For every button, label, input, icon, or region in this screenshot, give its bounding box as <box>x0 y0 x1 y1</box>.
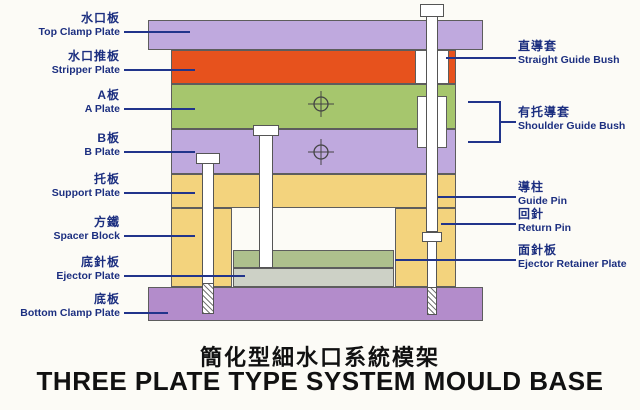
label-ejector-retainer-plate-en: Ejector Retainer Plate <box>518 258 627 270</box>
leader-straight-guide-bush <box>446 57 516 59</box>
leader-top-clamp-plate <box>124 31 190 33</box>
center-mark-icon <box>308 91 334 117</box>
label-a-plate-cn: A板 <box>97 88 120 102</box>
support-plate-shape <box>171 174 456 208</box>
bracket-shoulder-guide-bush-bottom <box>468 141 500 143</box>
left-pin-shaft <box>202 163 214 284</box>
leader-stripper-plate <box>124 69 195 71</box>
page-title-english: THREE PLATE TYPE SYSTEM MOULD BASE <box>36 366 604 396</box>
leader-shoulder-guide-bush <box>500 121 516 123</box>
return-pin-shaft <box>427 241 437 288</box>
label-support-plate: 托板 Support Plate <box>2 172 120 200</box>
label-a-plate: A板 A Plate <box>2 88 120 116</box>
label-ejector-plate-en: Ejector Plate <box>56 270 120 282</box>
spacer-block-right-shape <box>395 208 456 287</box>
ejector-retainer-plate-shape <box>233 250 394 268</box>
left-pin-threaded-end <box>202 283 214 314</box>
label-a-plate-en: A Plate <box>84 103 120 115</box>
leader-bottom-clamp-plate <box>124 312 168 314</box>
label-support-plate-cn: 托板 <box>93 172 120 186</box>
label-support-plate-en: Support Plate <box>51 187 120 199</box>
spacer-block-left-shape <box>171 208 232 287</box>
label-ejector-retainer-plate: 面針板 Ejector Retainer Plate <box>518 243 640 271</box>
ejector-plate-shape <box>233 268 394 287</box>
label-straight-guide-bush-en: Straight Guide Bush <box>518 54 620 66</box>
label-b-plate: B板 B Plate <box>2 131 120 159</box>
label-stripper-plate-en: Stripper Plate <box>51 64 120 76</box>
label-shoulder-guide-bush: 有托導套 Shoulder Guide Bush <box>518 105 640 133</box>
leader-a-plate <box>124 108 195 110</box>
label-guide-pin: 導柱 Guide Pin <box>518 180 640 208</box>
label-spacer-block: 方鐵 Spacer Block <box>2 215 120 243</box>
label-straight-guide-bush: 直導套 Straight Guide Bush <box>518 39 640 67</box>
label-b-plate-cn: B板 <box>97 131 120 145</box>
leader-spacer-block <box>124 235 195 237</box>
guide-pin-shaft <box>426 16 438 232</box>
label-ejector-plate: 底針板 Ejector Plate <box>2 255 120 283</box>
label-bottom-clamp-plate-cn: 底板 <box>93 292 120 306</box>
leader-support-plate <box>124 192 195 194</box>
leader-ejector-retainer-plate <box>395 259 516 261</box>
leader-ejector-plate <box>124 275 245 277</box>
leader-b-plate <box>124 151 195 153</box>
label-return-pin-cn: 回針 <box>518 207 545 221</box>
label-bottom-clamp-plate: 底板 Bottom Clamp Plate <box>2 292 120 320</box>
label-shoulder-guide-bush-cn: 有托導套 <box>518 105 571 119</box>
label-bottom-clamp-plate-en: Bottom Clamp Plate <box>20 307 120 319</box>
label-top-clamp-plate-en: Top Clamp Plate <box>38 26 120 38</box>
leader-return-pin <box>441 223 516 225</box>
return-pin-threaded-end <box>427 287 437 315</box>
label-ejector-plate-cn: 底針板 <box>80 255 120 269</box>
center-mark-icon <box>308 139 334 165</box>
label-stripper-plate-cn: 水口推板 <box>67 49 120 63</box>
page-title-chinese: 簡化型細水口系統模架 <box>199 345 440 370</box>
label-b-plate-en: B Plate <box>84 146 120 158</box>
label-guide-pin-en: Guide Pin <box>518 195 568 207</box>
label-return-pin: 回針 Return Pin <box>518 207 640 235</box>
label-spacer-block-en: Spacer Block <box>53 230 120 242</box>
label-straight-guide-bush-cn: 直導套 <box>518 39 558 53</box>
label-shoulder-guide-bush-en: Shoulder Guide Bush <box>518 120 626 132</box>
stripper-plate-shape <box>171 50 456 84</box>
label-ejector-retainer-plate-cn: 面針板 <box>518 243 558 257</box>
label-top-clamp-plate: 水口板 Top Clamp Plate <box>2 11 120 39</box>
bracket-shoulder-guide-bush-top <box>468 101 500 103</box>
label-top-clamp-plate-cn: 水口板 <box>80 11 120 25</box>
label-return-pin-en: Return Pin <box>518 222 572 234</box>
center-pin-shaft <box>259 135 273 268</box>
label-guide-pin-cn: 導柱 <box>518 180 545 194</box>
label-stripper-plate: 水口推板 Stripper Plate <box>2 49 120 77</box>
label-spacer-block-cn: 方鐵 <box>93 215 120 229</box>
a-plate-shape <box>171 84 456 129</box>
leader-guide-pin <box>438 196 516 198</box>
